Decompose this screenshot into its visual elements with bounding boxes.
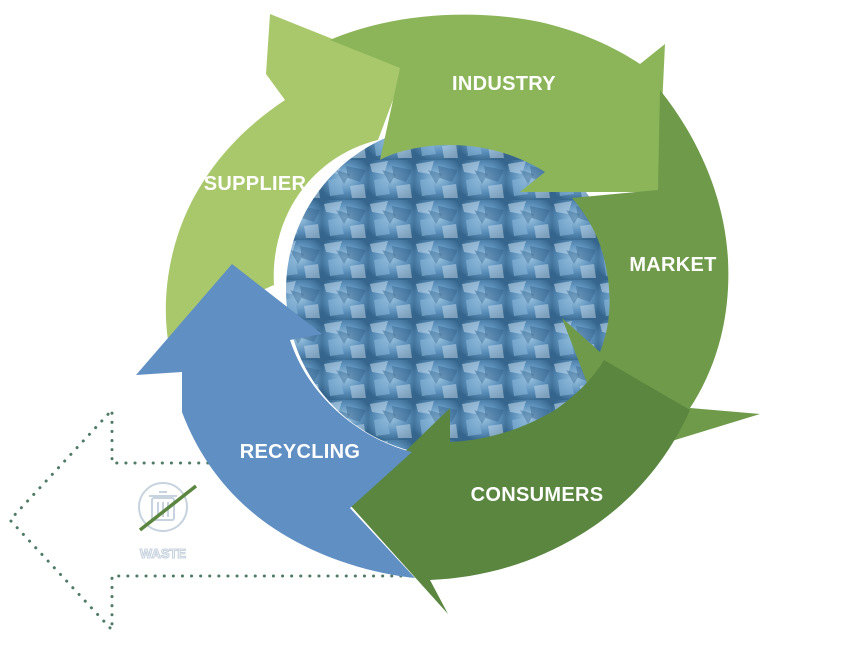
consumers-arrow: [350, 360, 690, 614]
market-label: MARKET: [629, 254, 716, 276]
industry-arrow: [330, 14, 665, 193]
industry-label: INDUSTRY: [452, 73, 556, 95]
supplier-label: SUPPLIER: [204, 173, 307, 195]
waste-dotted-arrow: [7, 406, 412, 634]
crossed-out-trash-bin-icon: [138, 482, 198, 532]
consumers-label: CONSUMERS: [471, 484, 604, 506]
waste-label: WASTE: [140, 546, 187, 561]
supplier-arrow: [165, 14, 405, 340]
recycling-label: RECYCLING: [240, 441, 360, 463]
recycling-arrow: [136, 264, 415, 578]
